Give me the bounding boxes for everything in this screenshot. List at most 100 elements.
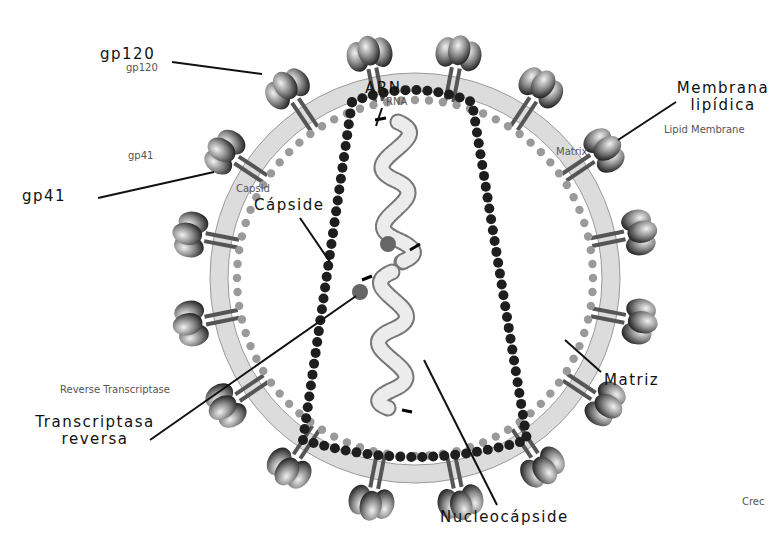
spike-label: gp120 [126, 62, 158, 74]
credit-text: Crec [742, 496, 765, 508]
capsid-dot [301, 413, 311, 423]
capsid-dot [319, 441, 329, 451]
capsid-dot [500, 301, 510, 311]
matrix-dot [369, 101, 377, 109]
capsid-dot [475, 149, 485, 159]
matrix-dot [259, 367, 267, 375]
capsid-dot [490, 236, 500, 246]
capsid-dot [342, 130, 352, 140]
capsid-dot [328, 228, 338, 238]
capsid-dot [474, 138, 484, 148]
rna-strand [379, 272, 407, 408]
matrix-dot [492, 115, 500, 123]
capsid-dot [347, 97, 357, 107]
capsid-dot [395, 452, 405, 462]
matrix-dot [563, 367, 571, 375]
matrix-dot [537, 148, 545, 156]
gp120-knob [203, 132, 240, 167]
reverse-transcriptase [380, 236, 396, 252]
capsid-dot [307, 370, 317, 380]
gp120-knob [355, 34, 383, 68]
rna-strand [379, 272, 407, 408]
matrix-dot [563, 181, 571, 189]
matrix-dot [267, 169, 275, 177]
leader-line [172, 62, 262, 74]
gp120-knob [171, 310, 205, 338]
matrix-dot [267, 378, 275, 386]
gp120-knob [446, 33, 473, 67]
matrix-dot [330, 432, 338, 440]
gp41-stem [204, 308, 238, 319]
capsid-dot [317, 304, 327, 314]
lipid-membrane-outer [210, 73, 620, 483]
envelope-spike [259, 415, 334, 496]
matrix-dot [569, 355, 577, 363]
capsid-dot [498, 290, 508, 300]
part-label: Matriz [604, 372, 659, 389]
spike-label: gp120 [100, 46, 155, 63]
matrix-dot [306, 130, 314, 138]
matrix-dot [356, 105, 364, 113]
matrix-dot [425, 96, 433, 104]
capsid-dot [337, 163, 347, 173]
part-label: Nucleocápside [440, 509, 569, 526]
part-label: Membrana lipídica [675, 80, 771, 115]
capsid-dot [330, 443, 340, 453]
matrix-dot [537, 400, 545, 408]
gp41-stem [299, 429, 321, 460]
envelope-spike [345, 450, 403, 525]
capsid-dot [311, 348, 321, 358]
gp41-stem [516, 101, 538, 132]
capsid-dot [345, 108, 355, 118]
matrix-dot [411, 96, 419, 104]
envelope-spike [343, 31, 401, 106]
matrix-dot [285, 148, 293, 156]
part-label: Cápside [254, 197, 324, 214]
matrix-dot [233, 260, 241, 268]
gp120-knob [625, 218, 659, 246]
matrix-dot [246, 206, 254, 214]
matrix-dot [318, 426, 326, 434]
leader-line [565, 340, 601, 372]
capsid-dot [513, 377, 523, 387]
leader-line [376, 108, 382, 126]
capsid-dot [493, 258, 503, 268]
gp41-stem [205, 231, 239, 241]
capsid-dot [304, 391, 314, 401]
gp41-stem [376, 455, 386, 489]
envelope-spike [427, 31, 485, 106]
matrix-dot [492, 432, 500, 440]
gp120-knob [269, 453, 304, 490]
capsid-dot [504, 323, 514, 333]
capsid-dot [495, 269, 505, 279]
leader-line [150, 296, 356, 440]
matrix-dot [515, 130, 523, 138]
leader-line [300, 218, 330, 262]
part-label: Matrix [556, 146, 587, 158]
capsid-dot [326, 239, 336, 249]
rna-end [375, 118, 386, 120]
capsid-dot [488, 225, 498, 235]
matrix-dot [580, 329, 588, 337]
capsid-dot [320, 283, 330, 293]
spike-label: gp41 [22, 188, 66, 205]
capsid-dot [506, 334, 516, 344]
spike-label: gp41 [128, 150, 153, 162]
capsid-dot [352, 447, 362, 457]
gp120-knob [357, 489, 384, 523]
gp120-knob [204, 390, 241, 425]
capsid-dot [309, 438, 319, 448]
capsid-dot [483, 445, 493, 455]
matrix-dot [275, 158, 283, 166]
capsid-dot [509, 355, 519, 365]
matrix-dot [555, 169, 563, 177]
gp120-knob [589, 131, 626, 166]
capsid-dot [468, 106, 478, 116]
matrix-dot [555, 378, 563, 386]
capsid-dot [494, 443, 504, 453]
capsid-dot [477, 160, 487, 170]
capsid-dot [400, 85, 410, 95]
gp41-stem [592, 306, 626, 316]
matrix-dot [330, 115, 338, 123]
